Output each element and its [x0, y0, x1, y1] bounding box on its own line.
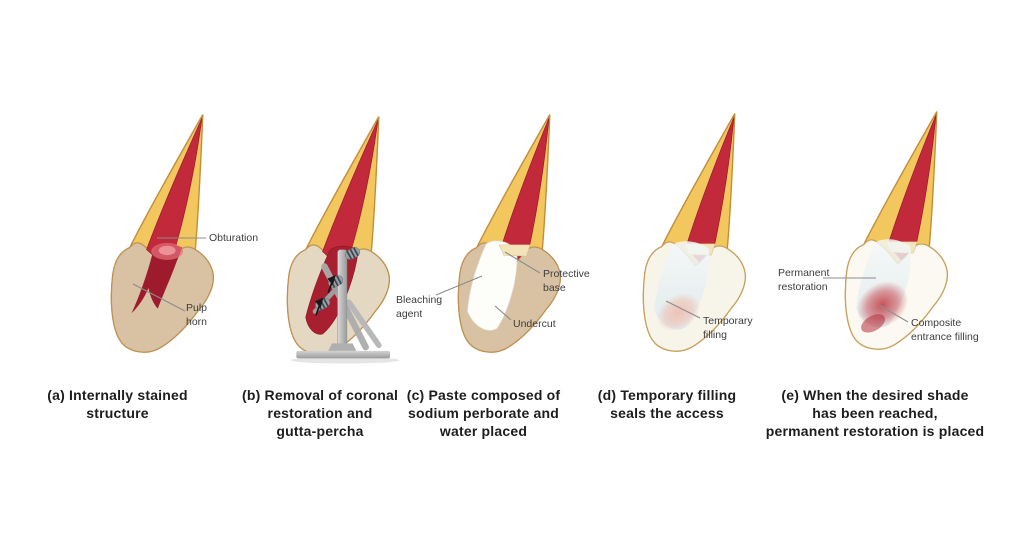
tooth-illustration-c [457, 113, 562, 353]
label-line: entrance filling [911, 330, 979, 343]
protective-base-shape [498, 244, 531, 257]
label-bleaching-agent: Bleaching agent [396, 294, 442, 321]
label-line: Composite [911, 317, 962, 329]
label-line: Undercut [513, 318, 556, 330]
caption-line: gutta-percha [276, 423, 364, 439]
label-line: horn [186, 315, 208, 328]
label-line: Protective [543, 268, 590, 280]
caption-line: (b) Removal of coronal [241, 387, 399, 403]
label-temporary-filling: Temporary filling [703, 315, 753, 342]
label-line: Temporary [703, 315, 753, 327]
label-pulp-horn: Pulp horn [186, 302, 207, 329]
panel-caption-a: (a) Internally stained structure [30, 386, 205, 422]
caption-line: structure [86, 405, 149, 421]
panel-caption-b: (b) Removal of coronal restoration and g… [235, 386, 405, 440]
caption-line: sodium perborate and [407, 405, 560, 421]
label-line: agent [396, 307, 423, 320]
caption-line: (e) When the desired shade [781, 387, 969, 403]
label-line: restoration [778, 280, 828, 293]
tooth-illustration-b [286, 115, 400, 364]
label-obturation: Obturation [209, 232, 258, 246]
instrument-shadow [290, 356, 400, 364]
label-composite-entrance-filling: Composite entrance filling [911, 317, 979, 344]
label-line: Bleaching [396, 294, 443, 306]
label-line: Permanent [778, 267, 830, 279]
caption-line: has been reached, [812, 405, 938, 421]
label-line: base [543, 281, 566, 294]
removal-arrows [315, 274, 336, 316]
caption-line: water placed [439, 423, 528, 439]
panel-caption-d: (d) Temporary filling seals the access [581, 386, 753, 422]
canal-highlight [158, 245, 176, 256]
caption-line: (c) Paste composed of [406, 387, 561, 403]
caption-line: seals the access [610, 405, 724, 421]
caption-line: permanent restoration is placed [765, 423, 985, 439]
panel-caption-c: (c) Paste composed of sodium perborate a… [396, 386, 571, 440]
caption-line: (a) Internally stained [47, 387, 188, 403]
panel-caption-e: (e) When the desired shade has been reac… [750, 386, 1000, 440]
label-undercut: Undercut [513, 318, 556, 332]
label-permanent-restoration: Permanent restoration [778, 267, 829, 294]
label-line: filling [703, 328, 727, 341]
label-line: Pulp [186, 302, 208, 314]
caption-line: restoration and [267, 405, 373, 421]
label-line: Obturation [209, 232, 259, 244]
caption-line: (d) Temporary filling [597, 387, 737, 403]
label-protective-base: Protective base [543, 268, 590, 295]
